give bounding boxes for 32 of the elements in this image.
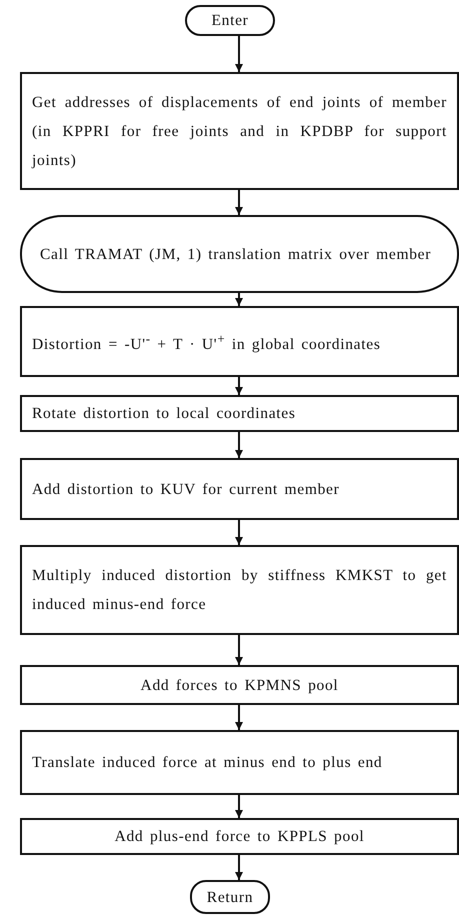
step-text: Return	[206, 888, 254, 908]
process-box	[20, 818, 459, 855]
subroutine-call-box	[20, 215, 459, 293]
flow-arrow	[235, 190, 243, 215]
flow-arrow	[235, 36, 243, 72]
flow-arrow	[235, 635, 243, 665]
step-text: Add forces to KPMNS pool	[140, 676, 340, 696]
process-box	[20, 458, 459, 520]
process-box	[20, 72, 459, 190]
step-text: Call TRAMAT (JM, 1) translation matrix over member	[39, 244, 432, 264]
flow-arrow	[235, 432, 243, 458]
process-box	[20, 730, 459, 795]
flow-arrow	[235, 705, 243, 730]
process-box	[20, 545, 459, 635]
flow-arrow	[235, 520, 243, 545]
flow-arrow	[235, 855, 243, 880]
step-text: Enter	[210, 11, 250, 31]
step-text: Rotate distortion to local coordinates	[31, 404, 297, 424]
process-box	[20, 306, 459, 377]
process-box	[20, 665, 459, 705]
step-text: Add distortion to KUV for current member	[31, 480, 340, 500]
flow-arrow	[235, 377, 243, 395]
flow-arrow	[235, 293, 243, 306]
terminal-box	[190, 880, 270, 914]
step-text: Add plus-end force to KPPLS pool	[114, 827, 366, 847]
terminal-box	[185, 5, 275, 36]
process-box	[20, 395, 459, 432]
step-text: Multiply induced distortion by stiffness KMKST to get induced minus-end force	[31, 566, 448, 615]
step-text: Translate induced force at minus end to plus end	[31, 753, 384, 773]
step-text: Get addresses of displacements of end joints of member (in KPPRI for free joints and in KPDBP for support joints)	[30, 92, 448, 170]
flow-arrow	[235, 795, 243, 818]
step-text: Distortion = -U'$^{-}$ + T · U'$^{+}$ in global coordinates	[31, 330, 382, 356]
